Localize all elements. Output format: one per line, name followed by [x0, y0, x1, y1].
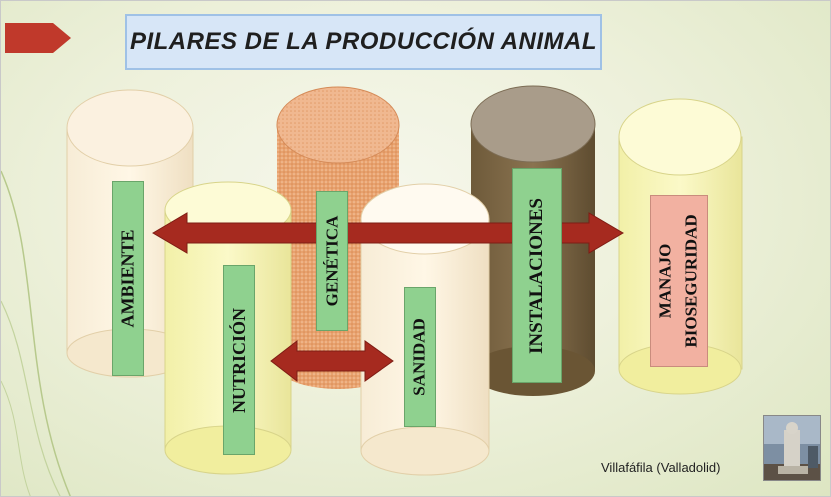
- title-box: PILARES DE LA PRODUCCIÓN ANIMAL: [125, 14, 602, 70]
- statue-photo: [763, 415, 821, 481]
- pillar-label-ambiente: AMBIENTE: [112, 181, 144, 376]
- pillar-label-instalaciones: INSTALACIONES: [512, 168, 562, 383]
- pillar-label-genetica: GENÉTICA: [316, 191, 348, 331]
- pillar-label-manajo: MANAJO BIOSEGURIDAD: [650, 195, 708, 367]
- pointer-arrow-icon: [5, 23, 71, 53]
- long-double-arrow: [152, 212, 624, 254]
- short-double-arrow: [270, 339, 394, 383]
- pillar-label-sanidad: SANIDAD: [404, 287, 436, 427]
- statue-image: [764, 416, 820, 480]
- page-title: PILARES DE LA PRODUCCIÓN ANIMAL: [129, 28, 598, 55]
- caption: Villafáfila (Valladolid): [601, 460, 721, 475]
- pillar-label-nutricion: NUTRICIÓN: [223, 265, 255, 455]
